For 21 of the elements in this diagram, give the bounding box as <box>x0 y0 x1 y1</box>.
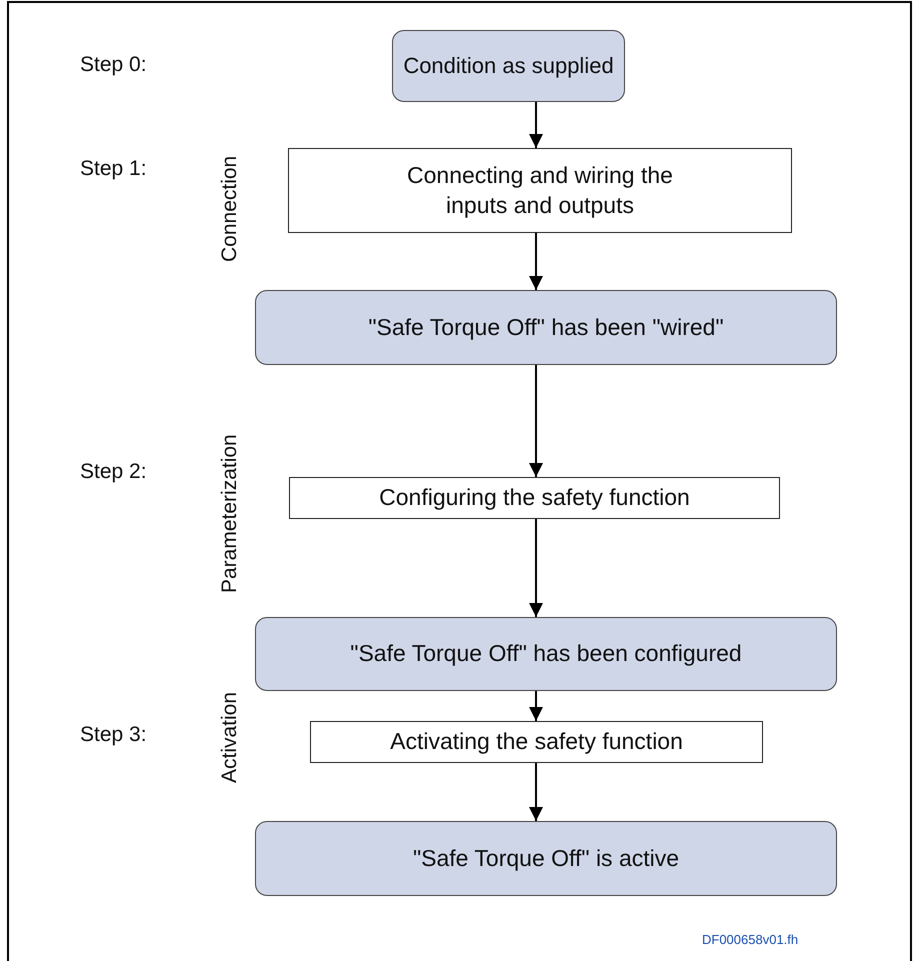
arrow <box>529 519 543 617</box>
process-box: Connecting and wiring the inputs and outputs <box>288 148 792 233</box>
file-id: DF000658v01.fh <box>702 932 798 947</box>
state-box: "Safe Torque Off" is active <box>255 821 837 896</box>
phase-label: Parameterization <box>218 434 242 593</box>
process-box: Configuring the safety function <box>289 477 780 519</box>
step-label: Step 2: <box>80 460 147 484</box>
step-label: Step 1: <box>80 157 147 181</box>
arrow <box>529 763 543 821</box>
step-label: Step 0: <box>80 53 147 77</box>
process-box: Activating the safety function <box>310 721 763 763</box>
arrow <box>529 365 543 477</box>
phase-label: Activation <box>218 692 242 783</box>
state-box: Condition as supplied <box>392 30 625 102</box>
arrow <box>529 233 543 290</box>
state-box: "Safe Torque Off" has been configured <box>255 617 837 691</box>
state-box: "Safe Torque Off" has been "wired" <box>255 290 837 365</box>
arrow <box>529 691 543 721</box>
arrow <box>529 102 543 148</box>
phase-label: Connection <box>218 156 242 262</box>
step-label: Step 3: <box>80 723 147 747</box>
